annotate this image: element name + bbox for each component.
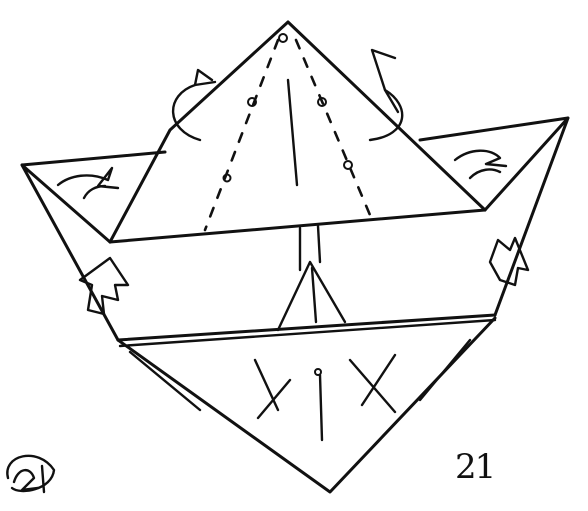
lower-band-line (118, 315, 495, 340)
center-crease-line (288, 80, 297, 185)
fold-arrow-icon (58, 168, 118, 188)
center-triangle-crease (312, 268, 316, 322)
top-triangle-outline (110, 22, 485, 242)
fold-arrow-icon (470, 170, 500, 178)
apex-dot (279, 34, 287, 42)
bottom-side-edges (130, 340, 470, 410)
bottom-center-dot (315, 369, 321, 375)
lower-band-line-inner (120, 320, 495, 346)
right-fold-dot-2 (344, 161, 352, 169)
rotate-arrow-icon (370, 50, 402, 140)
fold-arrow-icon (455, 151, 506, 166)
bottom-diamond-outline (118, 318, 495, 492)
right-x-crease (350, 355, 395, 412)
step-number: 21 (455, 447, 494, 487)
left-x-crease (255, 360, 290, 418)
rotate-arrow-icon (173, 70, 212, 140)
fold-arrow-icon (84, 186, 105, 198)
left-dashed-fold (205, 40, 278, 230)
center-bottom-crease (320, 375, 322, 440)
right-wing-outline (420, 118, 568, 315)
upper-band-line (110, 210, 485, 242)
rotate-arrow-icon (195, 82, 215, 85)
